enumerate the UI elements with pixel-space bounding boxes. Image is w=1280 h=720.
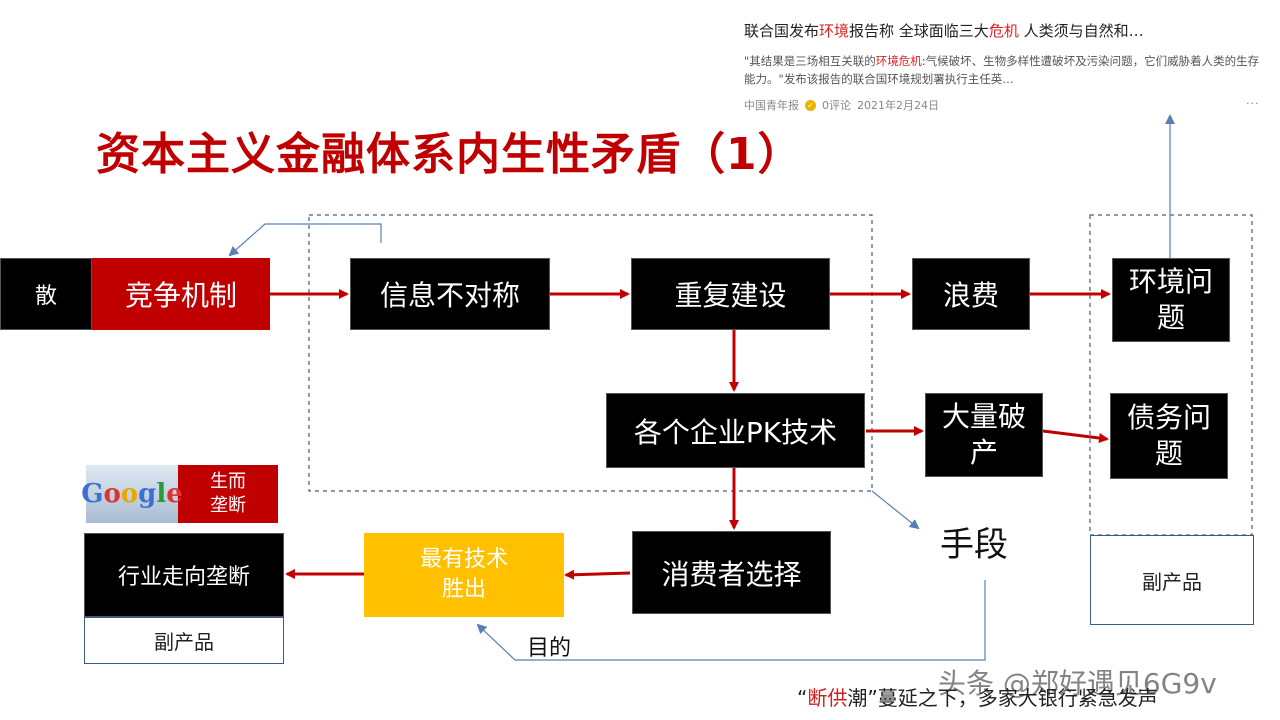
arrow-bankrupt-debt [1042,429,1109,443]
feedback-arrow-info-san [228,223,382,257]
news-comments[interactable]: 0评论 [822,99,851,112]
node-byproduct-left-label: 副产品 [154,630,214,654]
node-info-asymmetry-label: 信息不对称 [379,279,520,312]
dashed-region-mechanism [308,214,873,492]
news-snippet: "其结果是三场相互关联的环境危机:气候破坏、生物多样性遭破坏及污染问题，它们威胁… [744,52,1264,88]
bottom-headline-part: “ [797,686,808,710]
news-source[interactable]: 中国青年报 [744,99,799,112]
page-title: 资本主义金融体系内生性矛盾（1） [96,129,803,180]
node-debt-issue: 债务问题 [1110,393,1228,479]
label-purpose: 目的 [527,636,572,661]
node-monopoly: 行业走向垄断 [84,533,284,617]
node-waste-label: 浪费 [942,279,999,312]
news-title-highlight: 环境 [819,22,850,40]
node-consumer-choice: 消费者选择 [632,531,831,614]
news-headline[interactable]: 联合国发布环境报告称 全球面临三大危机 人类须与自然和… [744,20,1144,41]
node-born-monopoly-label: 生而垄断 [210,471,246,516]
node-enterprises-pk-label: 各个企业PK技术 [633,415,838,449]
bottom-headline-part: 潮”蔓延之下，多家大银行紧急发声 [847,686,1158,710]
node-byproduct-right: 副产品 [1090,535,1254,625]
node-consumer-choice-label: 消费者选择 [661,557,802,591]
node-enterprises-pk: 各个企业PK技术 [606,393,865,468]
news-snippet-part: "其结果是三场相互关联的 [744,54,876,68]
node-byproduct-right-label: 副产品 [1142,569,1202,594]
arrow-region-means [871,490,920,530]
watermark: 头条 @郑好遇见6G9v [938,667,1217,700]
node-env-issue-label: 环境问题 [1128,265,1213,334]
news-snippet-highlight: 环境危机 [875,54,922,68]
news-date: 2021年2月24日 [857,99,939,112]
news-title-part: 报告称 全球面临三大 [849,22,989,40]
news-snippet-part: :气候破坏、生物多样性遭破坏及污染问题，它们威胁着人类的生存能力。"发布该报告的… [744,54,1260,86]
node-competition: 竞争机制 [92,258,270,330]
node-duplicate-construction-label: 重复建设 [674,279,787,312]
more-options-icon[interactable]: ··· [1246,97,1260,110]
node-born-monopoly: 生而垄断 [178,465,278,523]
bottom-headline[interactable]: “断供潮”蔓延之下，多家大银行紧急发声 [797,682,1158,711]
node-duplicate-construction: 重复建设 [631,258,830,330]
arrow-consumer-best [564,569,631,580]
node-competition-label: 竞争机制 [124,279,237,312]
node-monopoly-label: 行业走向垄断 [117,565,250,590]
google-logo: Google [81,465,183,523]
google-logo-text: Google [81,479,183,509]
node-byproduct-left: 副产品 [84,617,284,664]
arrow-means-purpose [476,580,986,661]
node-bankruptcy: 大量破产 [925,393,1043,477]
news-title-highlight: 危机 [988,22,1019,40]
node-debt-issue-label: 债务问题 [1126,401,1211,470]
node-info-asymmetry: 信息不对称 [350,258,550,330]
node-san-label: 散 [34,284,57,309]
node-best-tech-label: 最有技术胜出 [419,547,508,602]
node-env-issue: 环境问题 [1112,258,1230,342]
bottom-headline-highlight: 断供 [807,686,848,710]
node-bankruptcy-label: 大量破产 [941,400,1026,469]
news-meta: 中国青年报 ✓ 0评论 2021年2月24日 [744,97,939,113]
news-title-part: 人类须与自然和… [1018,22,1144,40]
label-means: 手段 [940,525,1008,565]
news-title-part: 联合国发布 [744,22,820,40]
node-best-tech: 最有技术胜出 [364,533,564,617]
node-waste: 浪费 [912,258,1030,330]
node-san: 散 [0,258,92,330]
verified-icon: ✓ [805,99,816,111]
